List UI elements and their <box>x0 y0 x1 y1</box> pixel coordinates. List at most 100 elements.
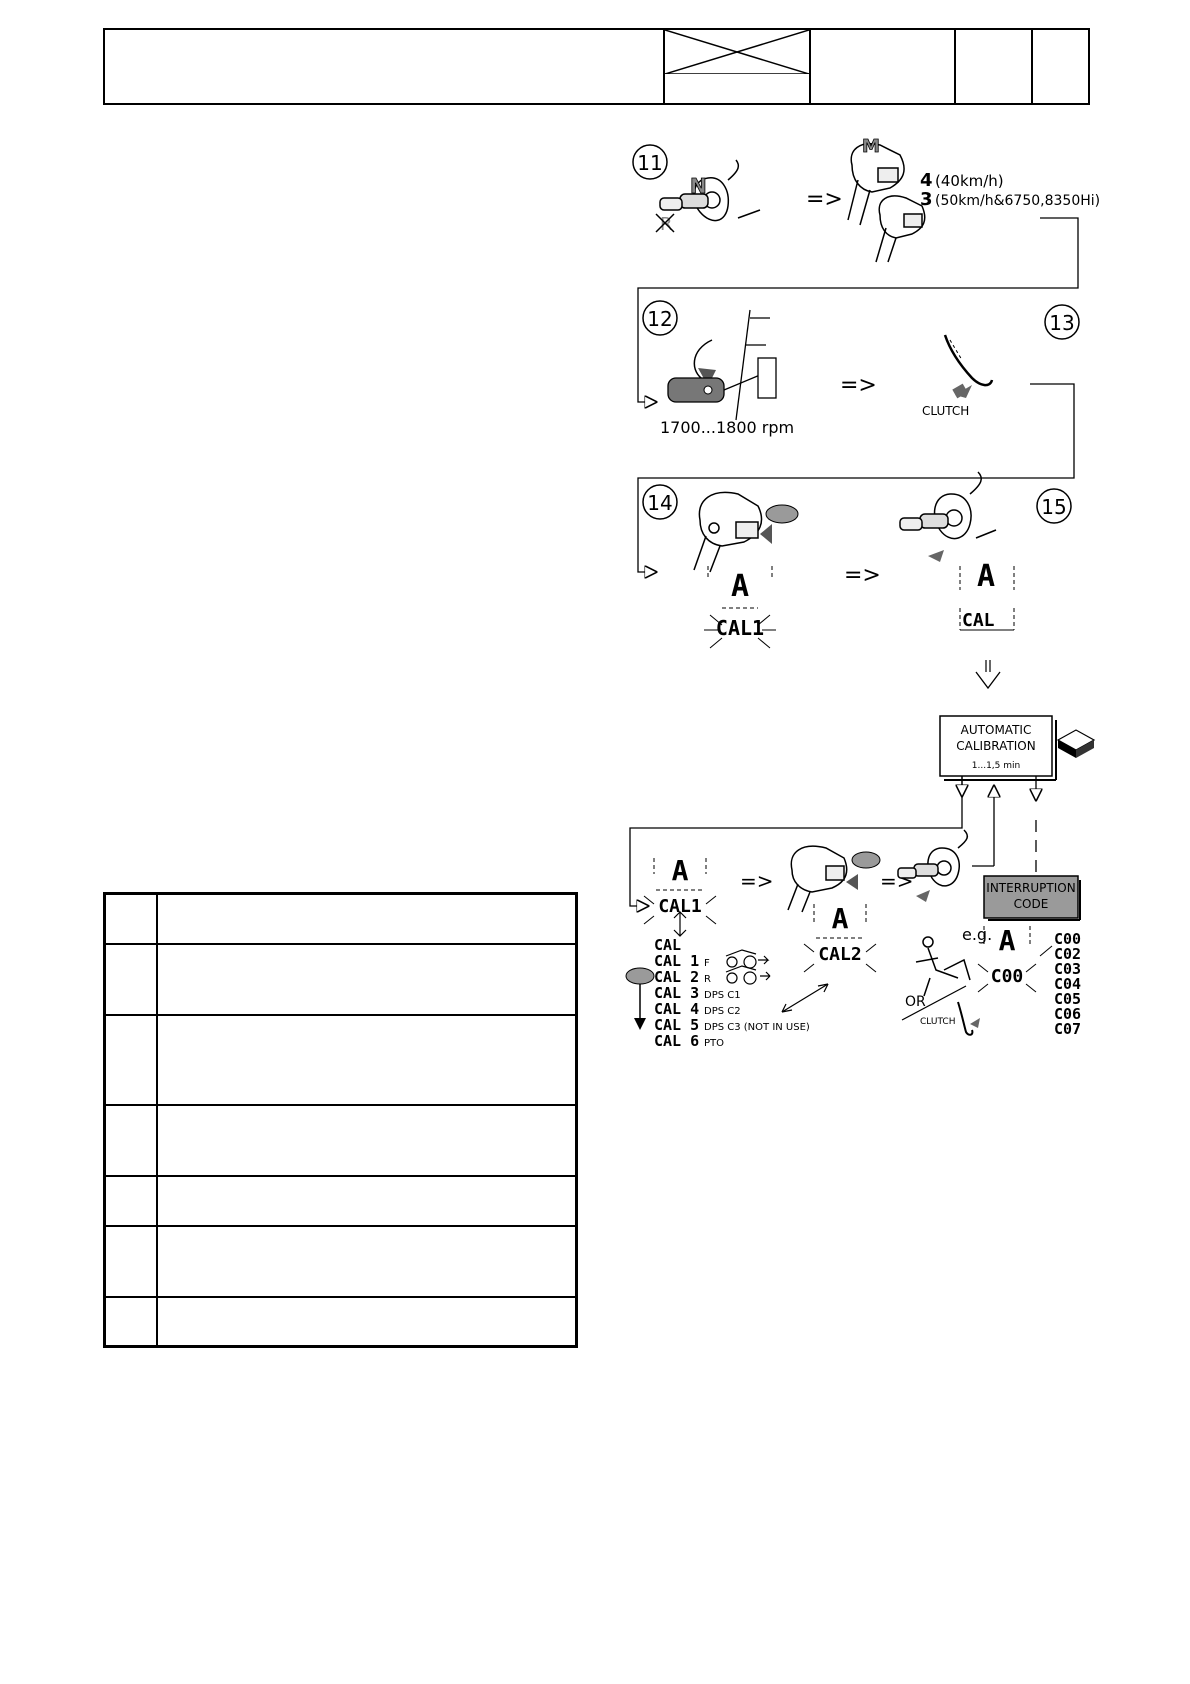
rpm-label: 1700...1800 rpm <box>660 418 794 437</box>
step-14-number: 14 <box>647 491 672 515</box>
header-cell-2 <box>809 30 954 103</box>
step-11-group: 11 N R => M 4 (40km/h) 3 (50k <box>632 136 1100 263</box>
description-table <box>103 892 578 1348</box>
display-cal: CAL <box>962 610 995 631</box>
table-row <box>103 1295 578 1348</box>
display-a-cal2: A <box>832 902 849 935</box>
connector-11-12 <box>637 217 1079 402</box>
clutch-label: CLUTCH <box>922 404 969 418</box>
implies-arrow-2: => <box>840 373 877 398</box>
implies-arrow-4: => <box>740 869 774 893</box>
table-row <box>103 1224 578 1298</box>
code-list-item: C00 <box>1054 930 1081 948</box>
display-cal-group: A CAL <box>959 559 1015 631</box>
header-cell-4 <box>1031 30 1090 103</box>
cal-list-desc: PTO <box>704 1038 724 1049</box>
display-a-15: A <box>977 559 995 594</box>
display-cal1-group: A CAL1 <box>704 566 776 649</box>
cal-list-code: CAL 3 <box>654 984 699 1002</box>
cal2-display: A CAL2 <box>803 902 877 973</box>
display-a-c00: A <box>999 924 1016 957</box>
interruption-code-box: INTERRUPTION CODE <box>983 875 1081 921</box>
cal-list-code: CAL 5 <box>654 1016 699 1034</box>
header-frame <box>103 28 1090 105</box>
eg-label: e.g. <box>962 925 992 944</box>
tractor-forward-icon <box>725 949 770 969</box>
auto-line2: CALIBRATION <box>956 739 1035 753</box>
turtle-icon <box>765 504 799 524</box>
cal-list-desc: DPS C1 <box>704 990 741 1001</box>
throttle-lever-icon <box>667 377 725 403</box>
step-12-group: 12 1700...1800 rpm => <box>642 300 877 437</box>
cal-list-code: CAL 6 <box>654 1032 699 1050</box>
interrupt-line2: CODE <box>1014 897 1049 911</box>
step-13-group: 13 CLUTCH <box>922 304 1080 418</box>
step-13-number: 13 <box>1049 311 1074 335</box>
table-row <box>103 1174 578 1227</box>
implies-arrow-1: => <box>806 187 843 212</box>
shuttle-lever-icon <box>659 159 761 222</box>
gear-4-label: 4 <box>920 170 933 191</box>
step-12-number: 12 <box>647 307 672 331</box>
double-arrow-icon <box>781 983 829 1013</box>
code-list-item: C02 <box>1054 945 1081 963</box>
gear-lever-icon-14 <box>693 491 763 573</box>
table-row <box>103 1013 578 1106</box>
step-11-circle <box>632 144 668 180</box>
up-down-arrow-icon <box>673 911 687 937</box>
or-label: OR <box>905 994 926 1010</box>
down-arrow-icon <box>975 671 1001 690</box>
cal-list-code: CAL 1 <box>654 952 699 970</box>
implies-arrow-3: => <box>844 563 881 588</box>
cal-list-code: CAL 4 <box>654 1000 699 1018</box>
display-cal2: CAL2 <box>818 944 861 965</box>
shuttle-lever-icon-15 <box>899 471 997 540</box>
manual-label: M <box>862 136 880 157</box>
table-row <box>103 1103 578 1177</box>
connector-13-14 <box>637 383 1075 572</box>
clutch-small-label: CLUTCH <box>920 1017 955 1027</box>
auto-calibration-box: AUTOMATIC CALIBRATION 1...1,5 min <box>939 715 1057 781</box>
code-list-item: C05 <box>1054 990 1081 1008</box>
c00-display: A C00 <box>977 924 1053 993</box>
shuttle-lever-icon-bottom <box>897 829 969 887</box>
table-row <box>103 942 578 1016</box>
code-list-item: C04 <box>1054 975 1081 993</box>
step-14-group: 14 A CAL1 => <box>642 484 881 649</box>
tractor-reverse-icon <box>725 965 771 985</box>
cal-list-desc: DPS C2 <box>704 1006 741 1017</box>
cal1-display-bottom: A CAL1 <box>643 854 717 925</box>
auto-line1: AUTOMATIC <box>961 723 1032 737</box>
gear-3-note: (50km/h&6750,8350Hi) <box>935 193 1100 209</box>
display-cal1: CAL1 <box>716 616 764 640</box>
gear-3-label: 3 <box>920 189 933 210</box>
code-list-item: C07 <box>1054 1020 1081 1038</box>
auto-line3: 1...1,5 min <box>972 761 1020 771</box>
gear-lever-icon <box>847 143 926 263</box>
turtle-icon-3 <box>625 967 655 985</box>
turtle-icon-2 <box>851 851 881 869</box>
cal-list-desc: F <box>704 958 710 969</box>
gauge-icon <box>757 357 777 399</box>
display-c00: C00 <box>991 966 1024 987</box>
cal-list-desc: R <box>704 974 711 985</box>
gear-lever-icon-bottom <box>787 845 848 913</box>
display-cal1-bottom: CAL1 <box>658 896 701 917</box>
cal-list-desc: DPS C3 (NOT IN USE) <box>704 1022 810 1033</box>
cube-icon <box>1056 729 1096 758</box>
clutch-pedal-icon <box>943 334 994 387</box>
neutral-label: N <box>690 174 707 198</box>
step-15-group: 15 A CAL <box>899 471 1072 690</box>
connector-auto-restart <box>629 776 963 906</box>
code-list-item: C03 <box>1054 960 1081 978</box>
code-list-item: C06 <box>1054 1005 1081 1023</box>
operator-seat-icon <box>915 936 971 997</box>
cal-list-code: CAL <box>654 936 681 954</box>
display-a: A <box>731 569 749 604</box>
header-cross-icon <box>665 30 809 74</box>
step-11-number: 11 <box>637 151 662 175</box>
display-a-bottom: A <box>672 854 689 887</box>
header-cell-3 <box>954 30 1031 103</box>
